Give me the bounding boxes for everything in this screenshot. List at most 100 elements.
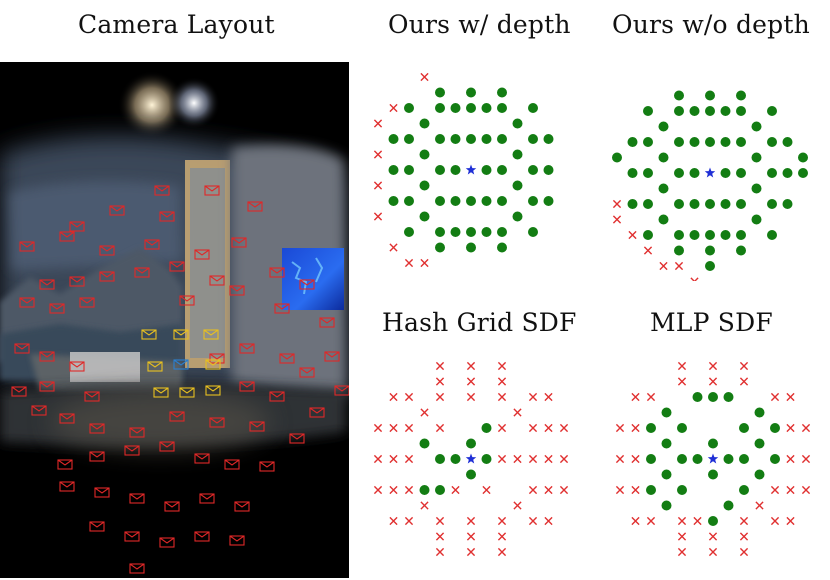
success-marker [419,118,430,129]
hash-grid-sdf-plot [373,361,569,557]
success-marker [543,134,554,144]
success-marker [708,392,718,402]
success-marker [705,199,715,209]
success-marker [767,137,777,147]
camera-frame [59,413,75,424]
failure-marker [435,392,445,402]
success-marker [643,106,653,116]
success-marker [736,90,746,101]
failure-marker [373,485,383,495]
camera-frame [209,417,225,428]
camera-frame [109,205,125,216]
camera-frame [11,386,27,397]
failure-marker [786,423,795,433]
camera-frames [11,185,349,574]
failure-marker [466,516,476,526]
camera-frame [69,361,85,372]
success-marker [435,196,445,206]
failure-marker [404,258,414,268]
success-marker [404,165,414,175]
success-marker [708,516,718,526]
camera-frame [299,279,315,290]
success-marker [677,423,687,433]
camera-frame [134,267,150,278]
success-marker [466,242,476,253]
success-marker [646,454,656,464]
success-marker [720,137,731,147]
failure-marker [801,485,811,495]
camera-frame [249,421,265,432]
failure-marker [631,392,640,402]
hash-grid-sdf-title: Hash Grid SDF [382,308,577,337]
failure-marker [373,119,383,128]
desk-box [70,352,140,382]
camera-frame [154,185,170,196]
failure-marker [466,392,476,402]
success-marker [497,165,507,175]
success-marker [497,134,507,144]
failure-marker [659,261,668,271]
success-marker [720,168,731,178]
failure-marker [435,532,445,541]
success-marker [466,227,476,237]
camera-frame [274,303,290,314]
success-marker [723,392,734,402]
camera-frame [129,563,145,574]
success-marker [497,103,507,113]
success-marker [497,227,507,237]
success-marker [543,165,554,175]
display-screen [282,248,344,310]
success-marker [674,106,684,116]
camera-frame [31,405,47,416]
failure-marker [420,501,429,510]
camera-frame [57,459,73,470]
camera-frame [269,267,285,278]
success-marker [643,199,653,209]
failure-marker [615,454,625,464]
camera-frame [147,361,163,372]
failure-marker [482,485,491,495]
success-marker [543,196,554,206]
failure-marker [708,377,718,386]
camera-frame [69,221,85,232]
failure-marker [631,454,640,464]
camera-frame [234,501,250,512]
failure-marker [497,516,507,526]
success-marker [528,196,538,206]
failure-marker [677,361,687,371]
success-marker [692,454,703,464]
camera-frame [59,231,75,242]
failure-marker [435,377,445,386]
success-marker [404,196,414,206]
success-marker [528,227,538,237]
success-marker [466,87,476,98]
camera-layout-scene [0,62,349,578]
success-marker [419,149,430,160]
camera-layout-title: Camera Layout [78,10,275,39]
camera-frame [169,411,185,422]
failure-marker [528,516,538,526]
failure-marker [528,392,538,402]
failure-marker [466,377,476,386]
camera-frame [89,521,105,532]
success-marker [419,211,430,222]
success-marker [435,134,445,144]
camera-frame [153,387,169,398]
success-marker [689,168,700,178]
camera-frame [239,343,255,354]
failure-marker [739,547,749,557]
success-marker [705,245,715,256]
camera-frame [69,276,85,287]
success-marker [466,469,476,480]
camera-frame [89,451,105,462]
camera-frame [124,445,140,456]
camera-frame [19,297,35,308]
failure-marker [513,454,522,464]
failure-marker [544,485,553,495]
success-marker [450,103,461,113]
failure-marker [739,361,749,371]
success-marker [658,214,669,225]
failure-marker [770,516,780,526]
mlp-sdf-title: MLP SDF [650,308,773,337]
success-marker [404,227,414,237]
